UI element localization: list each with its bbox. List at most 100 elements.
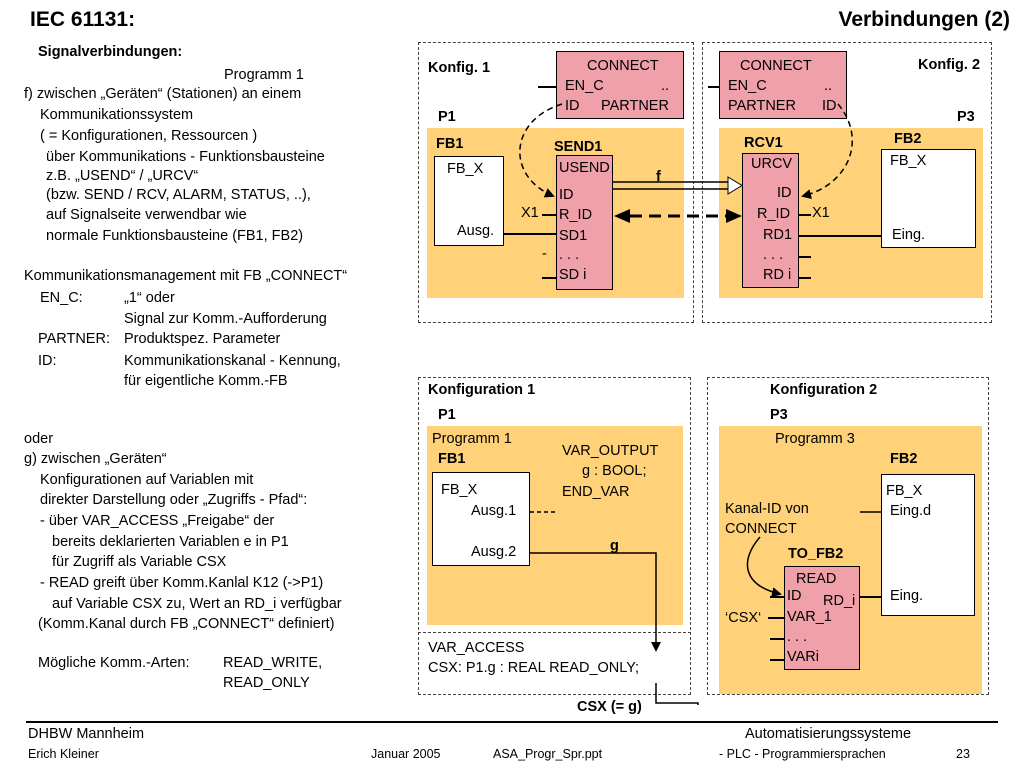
fb1-bottom-block: FB_X Ausg.1 Ausg.2 xyxy=(432,472,530,566)
rcv1-pin-rd1: RD1 xyxy=(763,227,793,243)
read-pin-var1: VAR_1 xyxy=(787,609,832,625)
connect1-id: ID xyxy=(565,98,580,114)
mode-item: READ_ONLY xyxy=(223,675,310,691)
footer-divider xyxy=(26,721,998,723)
var-output-line: END_VAR xyxy=(562,484,630,500)
connect2-partner: PARTNER xyxy=(728,98,796,114)
konfiguration2-label: Konfiguration 2 xyxy=(770,382,878,398)
g-output-path xyxy=(530,552,661,652)
konfiguration1-label: Konfiguration 1 xyxy=(428,382,536,398)
rcv1-pin-rdi: RD i xyxy=(763,267,792,283)
title-left: IEC 61131: xyxy=(30,8,136,31)
read-vari-wire xyxy=(770,659,784,661)
connect2-to-rcv1-connector xyxy=(801,103,854,199)
konfiguration1-frame xyxy=(418,377,691,695)
connect1-en-c: EN_C xyxy=(565,78,604,94)
footer-course: Automatisierungssysteme xyxy=(745,726,912,742)
rcv1-pin-dots: . . . xyxy=(763,247,784,263)
footer-date: Januar 2005 xyxy=(371,747,441,761)
connect2-en-c: EN_C xyxy=(728,78,767,94)
fb1-bottom-label: FB1 xyxy=(438,451,466,467)
connect2-block: CONNECT EN_C .. PARTNER ID xyxy=(719,51,847,119)
fb1-bottom-pin1: Ausg.1 xyxy=(471,503,517,519)
param-key: PARTNER: xyxy=(38,331,110,347)
footer-author: Erich Kleiner xyxy=(28,747,99,761)
g-line: direkter Darstellung oder „Zugriffs - Pf… xyxy=(40,492,308,508)
param-value: Signal zur Komm.-Aufforderung xyxy=(124,311,327,327)
param-value: für eigentliche Komm.-FB xyxy=(124,373,288,389)
connect1-en-pin xyxy=(538,86,556,88)
mode-item: READ_WRITE, xyxy=(223,655,323,671)
param-value: Kommunikationskanal - Kennung, xyxy=(124,353,341,369)
p3-label: P3 xyxy=(957,109,975,125)
var-access-line: VAR_ACCESS xyxy=(428,640,525,656)
csx-access-path xyxy=(655,683,699,705)
send1-type: USEND xyxy=(559,160,610,176)
param-key: EN_C: xyxy=(40,290,83,306)
fb2-bottom-block: FB_X Eing.d Eing. xyxy=(881,474,975,616)
connect2-id: ID xyxy=(822,98,837,114)
g-line: - READ greift über Komm.Kanlal K12 (->P1… xyxy=(40,575,324,591)
fb1-block: FB_X Ausg. xyxy=(434,156,504,246)
send1-label: SEND1 xyxy=(554,139,603,155)
rcv1-block: URCV ID R_ID RD1 . . . RD i xyxy=(742,153,799,288)
fb2-bottom-type: FB_X xyxy=(886,483,923,499)
send1-pin-id: ID xyxy=(559,187,574,203)
send1-dash: - xyxy=(542,246,547,262)
footer-file: ASA_Progr_Spr.ppt xyxy=(493,747,603,761)
send1-pin-sdi: SD i xyxy=(559,267,587,283)
param-key: ID: xyxy=(38,353,57,369)
rcv1-x1: X1 xyxy=(812,205,830,221)
programm3-label: Programm 3 xyxy=(775,431,855,447)
g-line: - über VAR_ACCESS „Freigabe“ der xyxy=(40,513,275,529)
fb2-label: FB2 xyxy=(894,131,922,147)
csx-label: CSX (= g) xyxy=(577,699,642,715)
send1-x1-wire xyxy=(542,214,556,216)
fb2-input-pin: Eing. xyxy=(892,227,926,243)
read-dots-wire xyxy=(770,638,784,640)
f-connection-label: f xyxy=(656,169,661,185)
oder-label: oder xyxy=(24,431,54,447)
f-line: normale Funktionsbausteine (FB1, FB2) xyxy=(46,228,304,244)
rcv1-rd1-wire xyxy=(799,235,881,237)
read-title: READ xyxy=(796,571,837,587)
rcv1-type: URCV xyxy=(751,156,793,172)
comm-heading: Kommunikationsmanagement mit FB „CONNECT… xyxy=(24,268,348,284)
f-line: ( = Konfigurationen, Ressourcen ) xyxy=(40,128,258,144)
var-access-divider xyxy=(418,632,691,633)
read-pin-id: ID xyxy=(787,588,802,604)
to-fb2-label: TO_FB2 xyxy=(788,546,844,562)
fb1-bottom-pin2: Ausg.2 xyxy=(471,544,517,560)
fb1-output-pin: Ausg. xyxy=(457,223,495,239)
fb1-bottom-type: FB_X xyxy=(441,482,478,498)
g-line: bereits deklarierten Variablen e in P1 xyxy=(52,534,289,550)
send1-pin-dots: . . . xyxy=(559,247,580,263)
send1-sdi-wire xyxy=(542,277,556,279)
r-id-link-right-arrowhead xyxy=(726,209,742,223)
read-pin-rdi: RD_i xyxy=(823,593,856,609)
read-pin-dots: . . . xyxy=(787,629,808,645)
fb1-output-wire xyxy=(504,233,556,235)
g-line: für Zugriff als Variable CSX xyxy=(52,554,227,570)
var-output-line: g : BOOL; xyxy=(582,463,647,479)
p3-bottom-label: P3 xyxy=(770,407,788,423)
g-line: (Komm.Kanal durch FB „CONNECT“ definiert… xyxy=(38,616,335,632)
fb2-bottom-pin2: Eing. xyxy=(890,588,924,604)
send1-pin-sd1: SD1 xyxy=(559,228,588,244)
g-signal-label: g xyxy=(610,538,619,554)
var-access-line: CSX: P1.g : REAL READ_ONLY; xyxy=(428,660,640,676)
f-line: (bzw. SEND / RCV, ALARM, STATUS, ..), xyxy=(46,187,311,203)
modes-label: Mögliche Komm.-Arten: xyxy=(38,655,190,671)
param-value: Produktspez. Parameter xyxy=(124,331,281,347)
f-line: auf Signalseite verwendbar wie xyxy=(46,207,247,223)
fb2-bottom-pin1: Eing.d xyxy=(890,503,932,519)
read-var1-wire xyxy=(768,617,784,619)
kanal-id-connector xyxy=(746,536,782,598)
rcv1-label: RCV1 xyxy=(744,135,783,151)
konfiguration2-frame xyxy=(707,377,989,695)
fb2-type: FB_X xyxy=(890,153,927,169)
kanal-id-line: Kanal-ID von xyxy=(725,501,809,517)
send1-block: USEND ID R_ID SD1 . . . SD i xyxy=(556,155,613,290)
title-right: Verbindungen (2) xyxy=(838,8,1010,31)
